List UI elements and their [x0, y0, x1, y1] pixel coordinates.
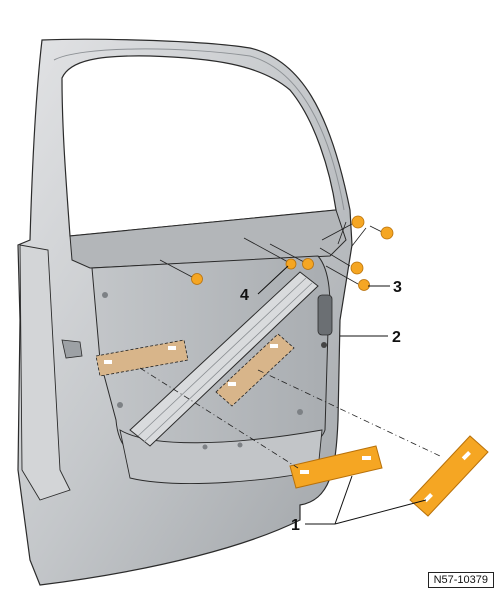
lower-panel-step: [119, 429, 323, 484]
belt-reinforcement: [69, 209, 347, 269]
callout-4: 4: [240, 287, 249, 304]
hinge-pillar: [19, 244, 71, 501]
callout-2: 2: [392, 329, 401, 346]
callout-3: 3: [393, 279, 402, 296]
figure-code: N57-10379: [427, 572, 494, 588]
installed-pad-diagonal: [215, 333, 295, 407]
window-opening: [61, 55, 337, 237]
lock-recess: [317, 294, 333, 336]
lock-hole: [321, 342, 327, 348]
callout-1: 1: [291, 517, 300, 534]
intrusion-beam-rib: [137, 277, 313, 443]
panel-holes: [102, 292, 303, 450]
callout-leaders: [257, 265, 427, 525]
pad-angled: [409, 435, 489, 517]
seal-dots: [159, 215, 394, 291]
pad-flat: [289, 445, 383, 489]
installed-pad-left: [95, 339, 189, 377]
installation-guides: [139, 367, 441, 469]
hinge-bracket: [61, 339, 83, 359]
intrusion-beam: [129, 271, 319, 447]
window-frame-inner: [53, 48, 345, 211]
